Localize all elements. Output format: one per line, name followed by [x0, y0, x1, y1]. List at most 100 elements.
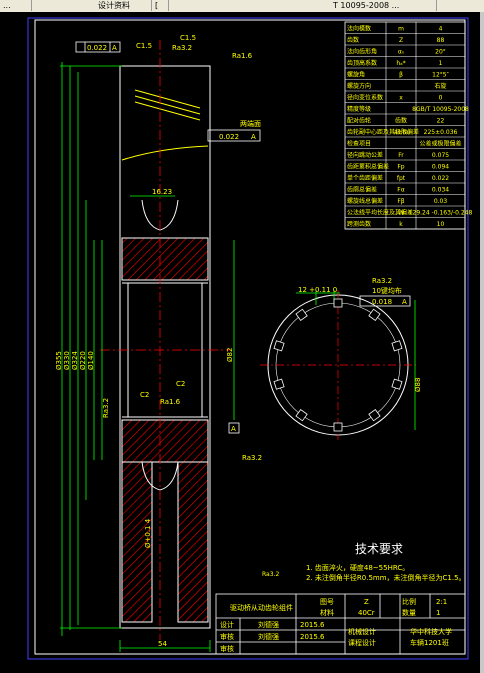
param-value: 8GB/T 10095-2008 — [412, 106, 469, 113]
param-value: 12°5″ — [432, 72, 449, 79]
drawing-no-label: 图号 — [320, 598, 334, 606]
spline-tol-frame — [359, 295, 411, 307]
tech-req-line-2: 2. 未注倒角半径R0.5mm，未注倒角半径为C1.5。 — [306, 573, 466, 582]
param-label: 检查项目 — [347, 140, 371, 148]
dia-330: Ø330 — [63, 351, 71, 370]
datum-a-box — [228, 422, 240, 434]
param-symbol: 齿数 — [395, 117, 407, 125]
param-symbol: a±fa — [394, 129, 409, 136]
spline-dim-12: 12 +0.11 0 — [298, 286, 337, 294]
school-2: 车辆1201班 — [410, 638, 449, 647]
param-symbol: W — [398, 210, 404, 217]
param-symbol: k — [399, 221, 403, 228]
dia-220: Ø220 — [79, 351, 87, 370]
spline-key — [368, 308, 381, 321]
param-label: 齿顶高系数 — [347, 59, 377, 67]
dimension-lines-left — [60, 62, 235, 652]
spline-key — [333, 422, 343, 432]
tab-3[interactable]: [ — [152, 0, 169, 11]
count-value: 1 — [436, 609, 440, 617]
row-name-1: 刘德强 — [258, 620, 279, 629]
title-block-text: 驱动桥从动齿轮组件 图号 Z 比例 2:1 材料 40Cr 数量 1 设计 刘德… — [220, 597, 452, 653]
tol-top-value: 0.022 — [87, 44, 107, 52]
row-label-3: 审核 — [220, 644, 234, 653]
tech-req-title: 技术要求 — [355, 542, 403, 556]
param-value: 右旋 — [434, 82, 446, 90]
param-value: 0.022 — [432, 175, 449, 182]
param-symbol: Fβ — [397, 198, 404, 205]
diameter-labels: Ø355 Ø330 Ø324 Ø220 Ø140 Ø82 Ra3.2 Ø+0.1… — [55, 348, 234, 548]
param-label: 配对齿轮 — [347, 117, 371, 125]
scale-value: 2:1 — [436, 598, 447, 606]
spline-key — [295, 308, 308, 321]
spline-key — [273, 340, 285, 352]
vertical-scrollbar[interactable] — [480, 12, 484, 673]
param-value: 0.075 — [432, 152, 449, 159]
datum-a-mid: A — [231, 425, 236, 433]
param-label: 法向模数 — [347, 25, 371, 33]
param-symbol: Z — [399, 37, 403, 44]
param-label: 螺旋方向 — [347, 82, 371, 90]
part-name: 驱动桥从动齿轮组件 — [230, 603, 293, 612]
param-value: 0.034 — [432, 187, 449, 194]
param-label: 齿轮副中心距及其极限偏差 — [347, 128, 419, 136]
dia-82: Ø82 — [226, 348, 234, 362]
param-value: 公差或极限偏差 — [419, 140, 461, 148]
param-label: 单个齿距偏差 — [347, 174, 383, 182]
param-value: 22 — [437, 118, 445, 125]
param-label: 螺旋角 — [347, 71, 365, 79]
tab-4[interactable]: T 10095-2008 ... — [330, 0, 437, 11]
param-label: 螺旋线总偏差 — [347, 197, 383, 205]
param-symbol: Fr — [398, 152, 404, 159]
row-label-2: 审核 — [220, 632, 234, 641]
spline-keys — [273, 298, 403, 432]
param-value: 0.094 — [432, 164, 449, 171]
spline-datum: A — [402, 298, 407, 306]
param-label: 径向跳动公差 — [347, 151, 383, 159]
param-symbol: αₙ — [398, 49, 405, 56]
surface-symbol-label: Ra3.2 — [262, 571, 279, 578]
course-2: 课程设计 — [348, 638, 376, 647]
tolerance-frame-top: 0.022 A — [75, 41, 121, 53]
param-label: 公法线平均长度及其偏差 — [347, 209, 413, 217]
tolerance-frame-right: 两端面 0.022 A — [207, 119, 261, 142]
ra32-right: Ra3.2 — [242, 454, 262, 462]
param-value: 0 — [439, 95, 443, 102]
param-value: 88 — [437, 37, 445, 44]
param-label: 齿数 — [347, 36, 359, 44]
tol-right-value: 0.022 — [219, 133, 239, 141]
param-symbol: Fp — [397, 164, 404, 171]
cad-drawing-canvas[interactable]: 0.022 A C1.5 Ra3.2 C1.5 Ra1.6 两端面 0.022 … — [0, 12, 480, 673]
spline-key — [368, 409, 381, 422]
chamfer-c2-right: C2 — [176, 380, 185, 388]
chamfer-c2-left: C2 — [140, 391, 149, 399]
ra16-top: Ra1.6 — [232, 52, 253, 60]
param-value: 4 — [439, 26, 443, 33]
spline-ra32: Ra3.2 — [372, 277, 392, 285]
spline-tol-value: 0.018 — [372, 298, 392, 306]
param-symbol: hₐ* — [396, 60, 405, 67]
spline-ten-keys: 10键均布 — [372, 286, 402, 295]
outer-border — [27, 17, 469, 660]
tab-1[interactable]: ... — [0, 0, 32, 11]
title-block — [215, 593, 466, 655]
scale-label: 比例 — [402, 597, 416, 606]
count-label: 数量 — [402, 608, 416, 617]
two-end-faces-label: 两端面 — [240, 119, 261, 128]
course-1: 机械设计 — [348, 627, 376, 636]
param-label: 跨测齿数 — [347, 220, 371, 228]
param-value: 0.03 — [434, 198, 448, 205]
param-label: 法向齿形角 — [347, 48, 377, 56]
param-value: 1 — [439, 60, 443, 67]
tab-2[interactable]: 设计资料 — [95, 0, 152, 11]
row-date-1: 2015.6 — [300, 621, 325, 629]
spline-view — [260, 290, 416, 440]
param-symbol: β — [399, 72, 403, 79]
chamfer-c15-right: C1.5 — [180, 34, 196, 42]
gear-section-view — [100, 40, 230, 640]
dim-54: 54 — [158, 640, 167, 648]
param-symbol: x — [399, 95, 403, 102]
drawing-svg: 0.022 A C1.5 Ra3.2 C1.5 Ra1.6 两端面 0.022 … — [27, 17, 472, 660]
material-label: 材料 — [320, 608, 334, 617]
